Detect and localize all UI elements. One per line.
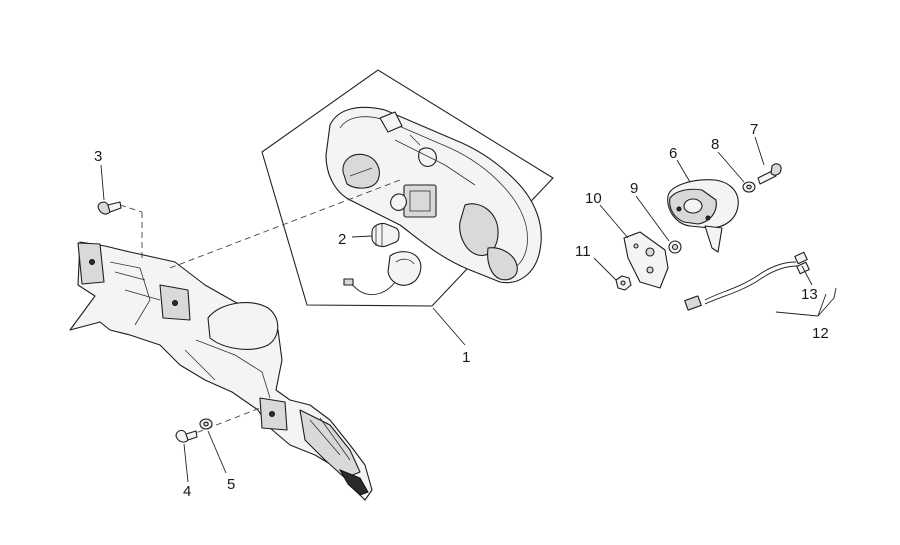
- callout-8: 8: [711, 136, 719, 153]
- plate-light-bracket-10: [623, 231, 669, 289]
- callout-9: 9: [630, 180, 638, 197]
- leader-lines: [100, 136, 813, 483]
- callout-3: 3: [94, 148, 102, 165]
- washer-5: [199, 418, 213, 430]
- callout-5: 5: [227, 476, 235, 493]
- callout-12: 12: [812, 325, 829, 342]
- plate-light-cover-6: [667, 179, 739, 253]
- alignment-line-housing: [169, 179, 401, 269]
- alignment-line-screw-4: [187, 407, 261, 437]
- callout-11: 11: [575, 243, 591, 260]
- screw-3: [97, 201, 122, 215]
- bulb: [371, 222, 400, 248]
- wiring-harness: [684, 251, 810, 311]
- rear-bracket: [69, 241, 373, 501]
- callout-7: 7: [750, 121, 758, 138]
- callout-4: 4: [183, 483, 191, 500]
- screw-7: [757, 163, 782, 185]
- washer-8: [742, 181, 756, 193]
- callout-2: 2: [338, 231, 346, 248]
- grommet-9: [668, 240, 682, 254]
- callout-bracket-12: [775, 287, 837, 317]
- callout-6: 6: [669, 145, 677, 162]
- nut-11: [615, 275, 632, 291]
- callout-13: 13: [801, 286, 818, 303]
- callout-labels: 1 2 3 4 5 6 7 8 9 10 11 12 13: [94, 121, 829, 500]
- tail-light-housing: [325, 106, 542, 284]
- callout-1: 1: [462, 349, 470, 366]
- bulb-socket: [343, 251, 422, 295]
- callout-10: 10: [585, 190, 602, 207]
- alignment-line-screw-3: [119, 204, 143, 213]
- screw-4: [175, 429, 198, 443]
